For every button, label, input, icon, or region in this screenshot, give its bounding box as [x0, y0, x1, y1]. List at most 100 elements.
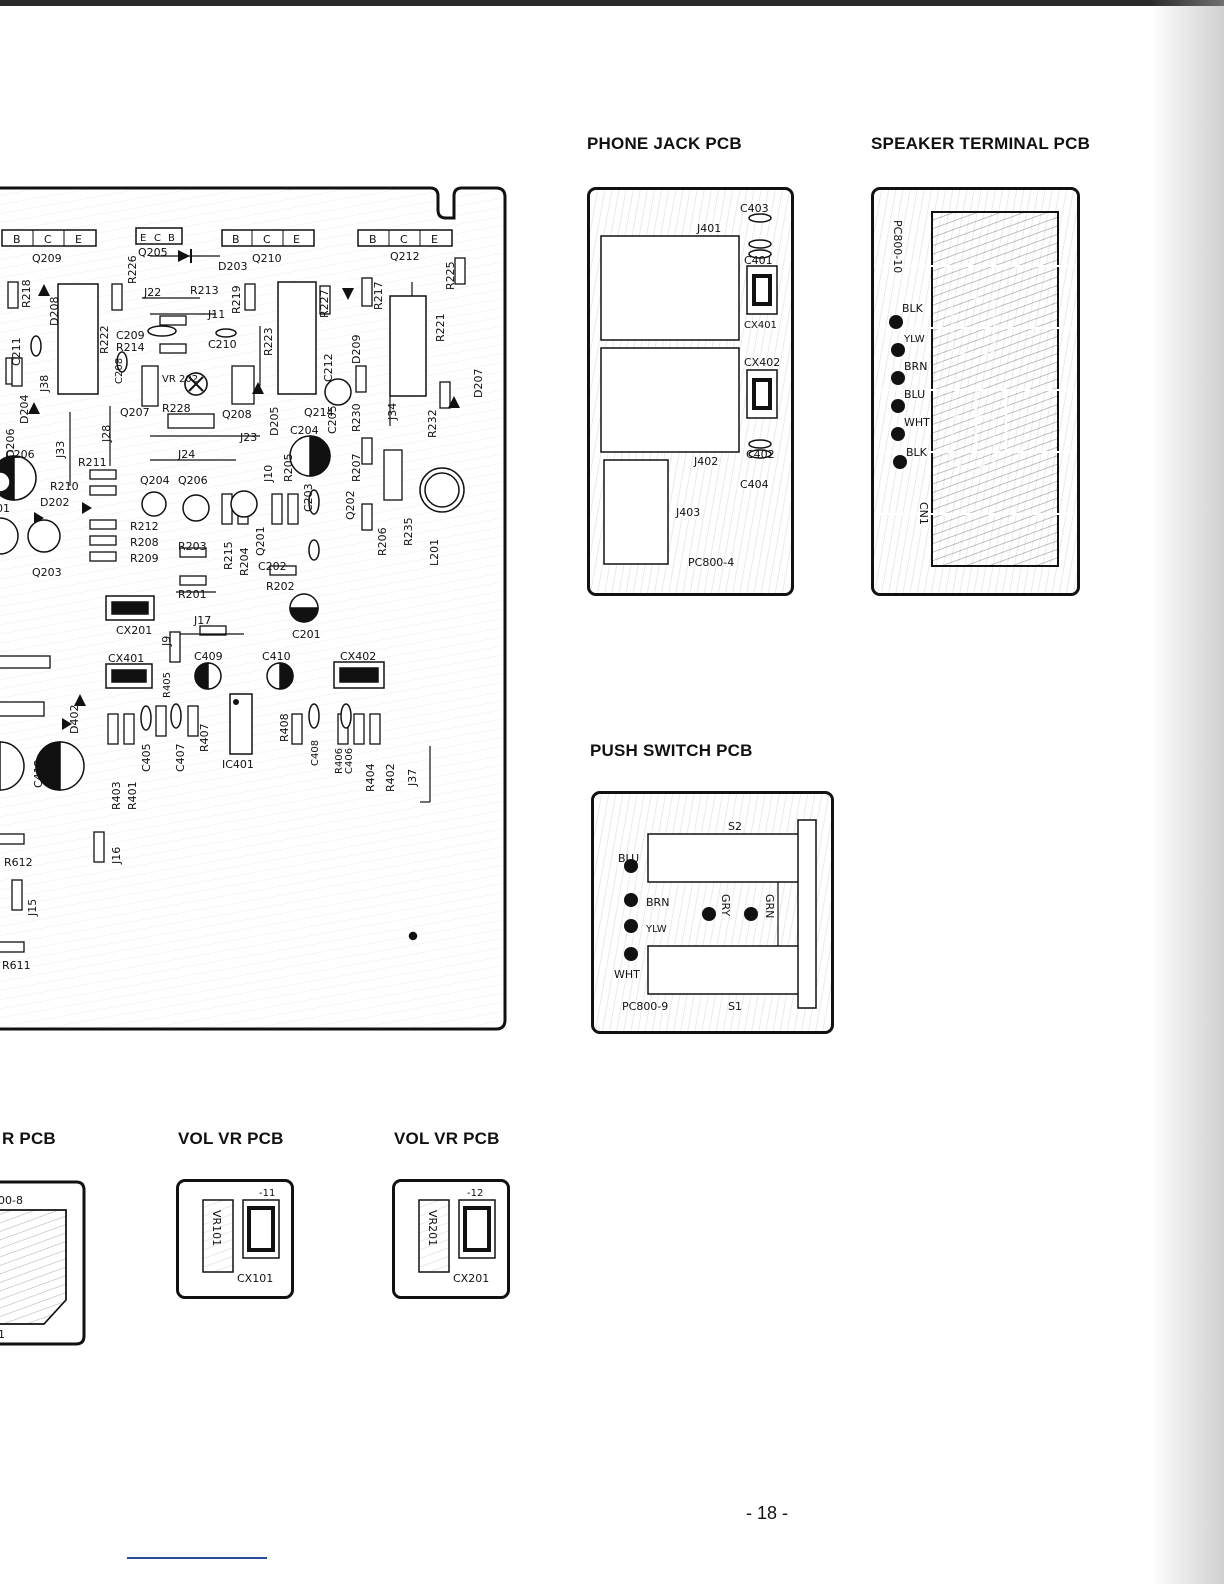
gry-label: GRY	[719, 894, 732, 916]
footer-line	[127, 1557, 267, 1559]
push-switch-pcb: S2 BLU BRN YLW WHT GRY GRN PC800-9 S1	[591, 791, 834, 1034]
d203-label: D203	[218, 260, 247, 273]
page-number: - 18 -	[746, 1503, 789, 1523]
q201-label: Q201	[254, 526, 267, 556]
push-switch-pcb-diagram: S2 BLU BRN YLW WHT GRY GRN PC800-9 S1	[614, 819, 817, 1013]
q212-label: Q212	[390, 250, 420, 263]
c404-label: C404	[740, 478, 769, 491]
resistor-bodies	[0, 257, 466, 953]
cx401-label: CX401	[108, 652, 144, 665]
r612-label: R612	[4, 856, 33, 869]
wht-label: WHT	[614, 968, 640, 981]
j16-label: J16	[110, 847, 123, 865]
vol-vr-2-suffix: -12	[467, 1188, 483, 1199]
s2-label: S2	[728, 820, 742, 833]
speaker-terminal-pcb-title: SPEAKER TERMINAL PCB	[871, 134, 1091, 153]
main-board: B C E E C B B C E B C E	[0, 186, 508, 1032]
r402-label: R402	[384, 763, 397, 792]
vol-vr-pcb-title-1: VOL VR PCB	[178, 1129, 284, 1148]
j401-jack	[600, 235, 740, 341]
main-board-outline	[0, 186, 507, 1031]
r403-label: R403	[110, 781, 123, 810]
cx402-label: CX402	[744, 356, 780, 369]
r408-label: R408	[278, 713, 291, 742]
vr202-trimmer	[141, 365, 255, 407]
d208-label: D208	[48, 297, 61, 326]
vol-vr-pcb-1: -11 VR101 CX101	[176, 1179, 294, 1299]
r204-label: R204	[238, 547, 251, 576]
q209-label: Q209	[32, 252, 62, 265]
c205-label: C205	[326, 405, 339, 434]
s1-switch	[647, 945, 803, 995]
j33-label: J33	[54, 441, 67, 459]
c403-label: C403	[740, 202, 769, 215]
d207-label: D207	[472, 369, 485, 398]
r206-label: R206	[376, 527, 389, 556]
d205-label: D205	[268, 407, 281, 436]
partial-pcb-diagram: 00-8 1	[0, 1180, 86, 1346]
c202-label: C202	[258, 560, 287, 573]
j403-jack	[603, 459, 669, 565]
speaker-terminal-pcb: PC800-10 BLK YLW BRN BLU WHT BLK CN1	[871, 187, 1080, 596]
q202-label: Q202	[344, 490, 357, 520]
terminal-dividers	[874, 265, 1077, 515]
c409-label: C409	[194, 650, 223, 663]
c204-label: C204	[290, 424, 319, 437]
q214-label: Q214	[304, 406, 334, 419]
main-board-diagram: B C E E C B B C E B C E	[0, 186, 507, 1031]
l201-label: L201	[428, 539, 441, 566]
pin-e: E	[75, 233, 82, 246]
j38-label: J38	[38, 375, 51, 393]
c209-label: C209	[116, 329, 145, 342]
brn-label: BRN	[646, 896, 669, 909]
r228-label: R228	[162, 402, 191, 415]
cx401-label: CX401	[744, 320, 777, 331]
c211-label: C211	[10, 337, 23, 366]
vr202-label: VR 202	[162, 374, 198, 385]
q207-label: Q207	[120, 406, 150, 419]
ic401-label: IC401	[222, 758, 254, 771]
j402-jack	[600, 347, 740, 453]
c406-label: C406	[344, 748, 355, 774]
r214-label: R214	[116, 341, 145, 354]
vol-vr-pcb-2: -12 VR201 CX201	[392, 1179, 510, 1299]
c401-label: C401	[744, 254, 773, 267]
pin-c: C	[263, 233, 271, 246]
heatsink-q210	[277, 281, 317, 395]
page-edge-shadow	[1150, 0, 1224, 1584]
r219-label: R219	[230, 285, 243, 314]
switch-solder-points	[624, 859, 758, 961]
heatsink-q212	[389, 295, 427, 397]
r226-label: R226	[126, 255, 139, 284]
c401-capacitor	[748, 249, 772, 259]
r211-label: R211	[78, 456, 107, 469]
r202-label: R202	[266, 580, 295, 593]
vol-vr-1-suffix: -11	[259, 1188, 275, 1199]
c410-label: C410	[262, 650, 291, 663]
c405-label: C405	[140, 743, 153, 772]
cx402-label: CX402	[340, 650, 376, 663]
j9-label: J9	[160, 636, 173, 647]
c402-capacitor	[748, 439, 772, 449]
wire-label-wht: WHT	[904, 416, 930, 429]
pin-b: B	[232, 233, 240, 246]
c206-label: C206	[6, 448, 35, 461]
r235-label: R235	[402, 517, 415, 546]
r215-label: R215	[222, 541, 235, 570]
r210-label: R210	[50, 480, 79, 493]
s1-label: S1	[728, 1000, 742, 1013]
push-switch-board-id: PC800-9	[622, 1000, 668, 1013]
q210-label: Q210	[252, 252, 282, 265]
j403-label: J403	[675, 506, 700, 519]
partial-pcb-title: R PCB	[2, 1129, 56, 1148]
q209-pin-box: B C E	[1, 229, 97, 247]
heatsink-q209	[57, 283, 99, 395]
pin-c: C	[400, 233, 408, 246]
c208-label: C208	[114, 358, 125, 384]
vr201-label: VR201	[426, 1210, 439, 1246]
partial-pcb: 00-8 1	[0, 1180, 87, 1348]
c407-label: C407	[174, 743, 187, 772]
pin-b: B	[369, 233, 377, 246]
phone-jack-pcb-title: PHONE JACK PCB	[587, 134, 742, 153]
cx101-connector	[242, 1199, 280, 1259]
